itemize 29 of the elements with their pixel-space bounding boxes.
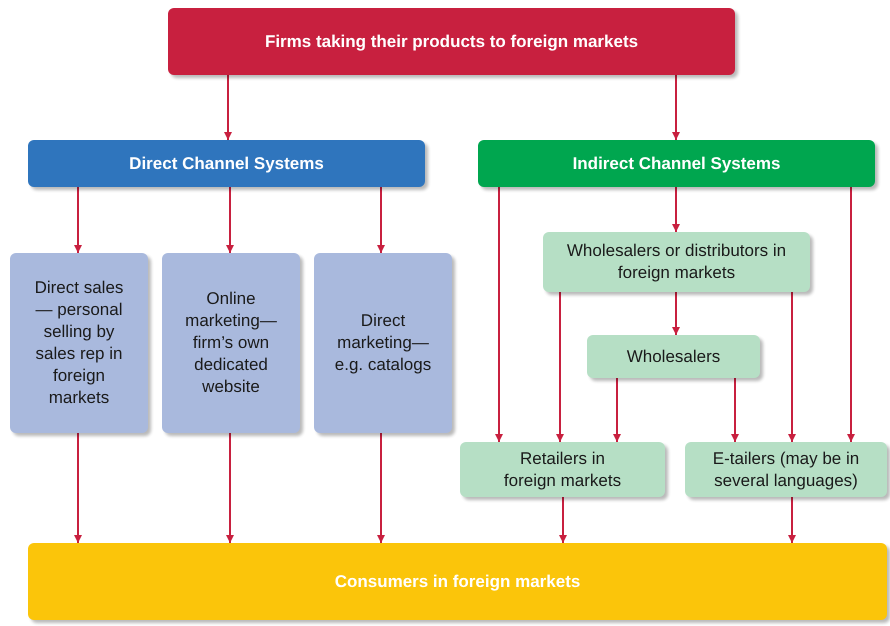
arrow [672, 75, 680, 140]
channel-box: Wholesalers [587, 335, 760, 378]
arrow [731, 378, 739, 442]
arrow [377, 433, 385, 543]
channel-box: Direct sales— personal selling by sales rep in foreign markets [10, 253, 148, 433]
header-box: Indirect Channel Systems [478, 140, 875, 187]
arrow [788, 497, 796, 543]
channel-box: Online marketing— firm’s own dedicated website [162, 253, 300, 433]
arrow [556, 292, 564, 442]
arrow [226, 187, 234, 253]
consumer-box: Consumers in foreign markets [28, 543, 887, 620]
arrow [377, 187, 385, 253]
arrow [672, 187, 680, 232]
header-box: Direct Channel Systems [28, 140, 425, 187]
arrow [74, 187, 82, 253]
arrow [224, 75, 232, 140]
arrow [495, 187, 503, 442]
arrow [613, 378, 621, 442]
channel-box: Wholesalers or distributors in foreign markets [543, 232, 810, 292]
channel-box: E-tailers (may be in several languages) [685, 442, 887, 497]
arrow [672, 292, 680, 335]
arrow [847, 187, 855, 442]
arrow [226, 433, 234, 543]
channel-box: Direct marketing— e.g. catalogs [314, 253, 452, 433]
arrow [74, 433, 82, 543]
arrow [559, 497, 567, 543]
arrow [788, 292, 796, 442]
title-box: Firms taking their products to foreign markets [168, 8, 735, 75]
channel-box: Retailers in foreign markets [460, 442, 665, 497]
